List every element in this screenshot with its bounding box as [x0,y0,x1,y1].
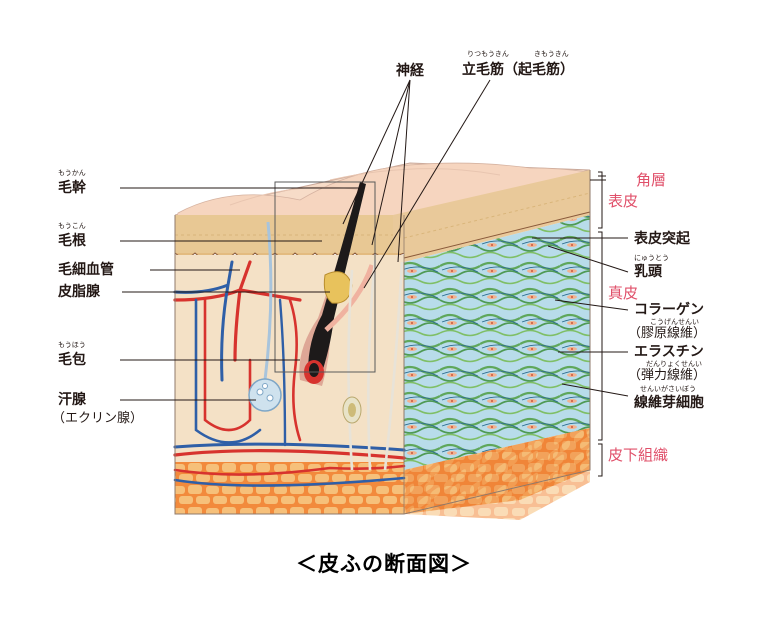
sebaceous-gland-label: 皮脂腺 [58,284,100,300]
diagram-caption: ＜皮ふの断面図＞ [296,552,472,576]
arrector-pili-ruby2: きもうきん [534,50,569,58]
collagen-fiber-block [404,215,590,470]
collagen-ruby: こうげんせんい [650,318,699,326]
fibroblast-label: 線維芽細胞 [634,395,704,411]
hair-root-label: 毛根 [58,233,86,249]
epidermis-front [175,215,404,253]
papilla-ruby: にゅうとう [634,254,669,262]
sweat-gland-coil [248,378,282,412]
fibroblast-ruby: せんいがさいぼう [640,385,696,393]
sweat-duct [263,221,273,381]
arrector-pili-label: 立毛筋（起毛筋） [462,62,574,78]
skin-surface-bumps [174,162,591,223]
blood-vessels [173,260,406,487]
subcutaneous-fat-front [175,462,404,514]
collagen-label: コラーゲン [634,302,704,318]
nerves [347,259,404,471]
elastin-sub: （弾力線維） [628,368,707,383]
hair-shaft-ruby: もうかん [58,169,86,177]
leader-lines [120,79,629,401]
hair-root-ruby: もうこん [58,222,86,230]
capillary-label: 毛細血管 [58,262,114,278]
elastin-label: エラスチン [634,344,704,360]
detail-frame [274,181,376,373]
epidermis-label: 表皮 [608,192,639,210]
stratum-corneum-label: 角層 [636,171,667,189]
subcutaneous-label: 皮下組織 [608,446,669,464]
nerve-label: 神経 [396,63,424,79]
arrector-pili [324,264,375,332]
collagen-sub: （膠原線維） [628,326,707,341]
hair-shaft-label: 毛幹 [58,180,86,196]
dermis-label: 真皮 [608,284,639,302]
epidermal-ridge-label: 表皮突起 [634,231,690,247]
elastin-ruby: だんりょくせんい [646,360,702,368]
epidermis-side [393,170,590,262]
hair-follicle-ruby: もうほう [58,341,86,349]
layer-brackets [598,171,606,477]
papilla-label: 乳頭 [634,264,662,280]
hair-follicle-label: 毛包 [58,352,86,368]
sweat-gland-label: 汗腺 [58,392,86,408]
sweat-gland-sub: （エクリン腺） [52,411,144,426]
arrector-pili-ruby1: りつもうきん [467,50,509,58]
